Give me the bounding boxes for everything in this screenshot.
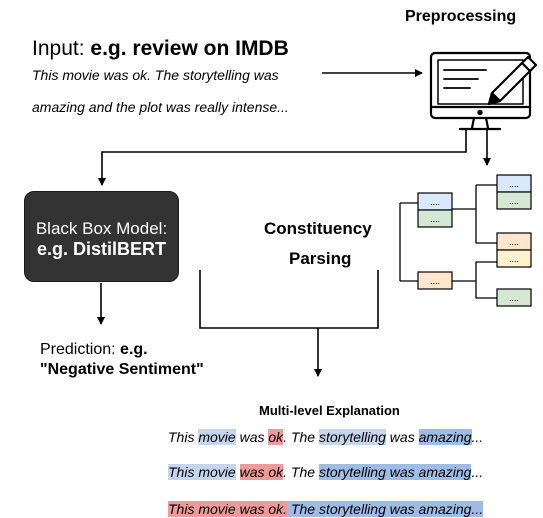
parsing-label-line-1: Constituency bbox=[264, 219, 372, 238]
expl-seg: was ok bbox=[239, 464, 284, 480]
explanation-word-level: This movie was ok. The storytelling was … bbox=[168, 429, 483, 445]
review-text-line-1: This movie was ok. The storytelling was bbox=[32, 67, 279, 83]
computer-with-pencil-icon bbox=[429, 51, 538, 131]
explanation-phrase-level: This movie was ok. The storytelling was … bbox=[168, 464, 483, 480]
tree-node-root: .... .... bbox=[417, 192, 453, 228]
expl-seg bbox=[236, 464, 240, 480]
expl-seg: This bbox=[168, 429, 199, 445]
expl-seg: ok bbox=[268, 429, 284, 445]
expl-seg: movie bbox=[198, 429, 236, 445]
model-name: e.g. DistilBERT bbox=[36, 239, 166, 259]
svg-text:....: .... bbox=[509, 196, 519, 206]
input-heading: Input: e.g. review on IMDB bbox=[32, 37, 289, 60]
svg-text:....: .... bbox=[509, 293, 519, 303]
prediction-line-1: Prediction: e.g. bbox=[40, 341, 148, 358]
explanation-title: Multi-level Explanation bbox=[259, 403, 400, 418]
expl-seg: The storytelling was amazing... bbox=[287, 501, 484, 517]
expl-seg: ... bbox=[471, 464, 484, 480]
expl-seg: storytelling was amazing bbox=[318, 464, 472, 480]
parsing-label-line-2: Parsing bbox=[289, 249, 352, 268]
review-text-line-2: amazing and the plot was really intense.… bbox=[32, 99, 289, 115]
svg-text:....: .... bbox=[509, 179, 519, 189]
tree-node-lower: .... bbox=[417, 271, 453, 290]
tree-leaf-top: .... .... bbox=[496, 174, 532, 210]
constituency-tree-edges bbox=[399, 184, 497, 299]
expl-seg: was bbox=[385, 429, 419, 445]
expl-seg: amazing bbox=[418, 429, 472, 445]
expl-seg: This movie was ok. bbox=[168, 501, 288, 517]
explanation-sentence-level: This movie was ok. The storytelling was … bbox=[168, 501, 484, 517]
prediction-line-2: "Negative Sentiment" bbox=[40, 361, 204, 378]
expl-seg: storytelling bbox=[318, 429, 386, 445]
svg-text:....: .... bbox=[430, 276, 440, 286]
svg-text:....: .... bbox=[430, 197, 440, 207]
svg-text:....: .... bbox=[509, 237, 519, 247]
svg-text:....: .... bbox=[509, 254, 519, 264]
tree-leaf-bottom: .... bbox=[496, 288, 532, 307]
expl-seg: . The bbox=[283, 429, 319, 445]
expl-seg: was bbox=[235, 429, 269, 445]
expl-seg: ... bbox=[471, 429, 484, 445]
svg-text:....: .... bbox=[430, 214, 440, 224]
expl-seg: This movie bbox=[168, 464, 236, 480]
arrow-merge-to-explanation bbox=[199, 270, 379, 377]
expl-seg: . The bbox=[283, 464, 319, 480]
tree-leaf-middle: .... .... bbox=[496, 232, 532, 268]
black-box-model: Black Box Model: e.g. DistilBERT bbox=[24, 191, 179, 282]
model-title: Black Box Model: bbox=[35, 219, 168, 238]
preprocessing-label: Preprocessing bbox=[405, 8, 517, 25]
arrow-preprocessing-to-model bbox=[98, 128, 467, 186]
